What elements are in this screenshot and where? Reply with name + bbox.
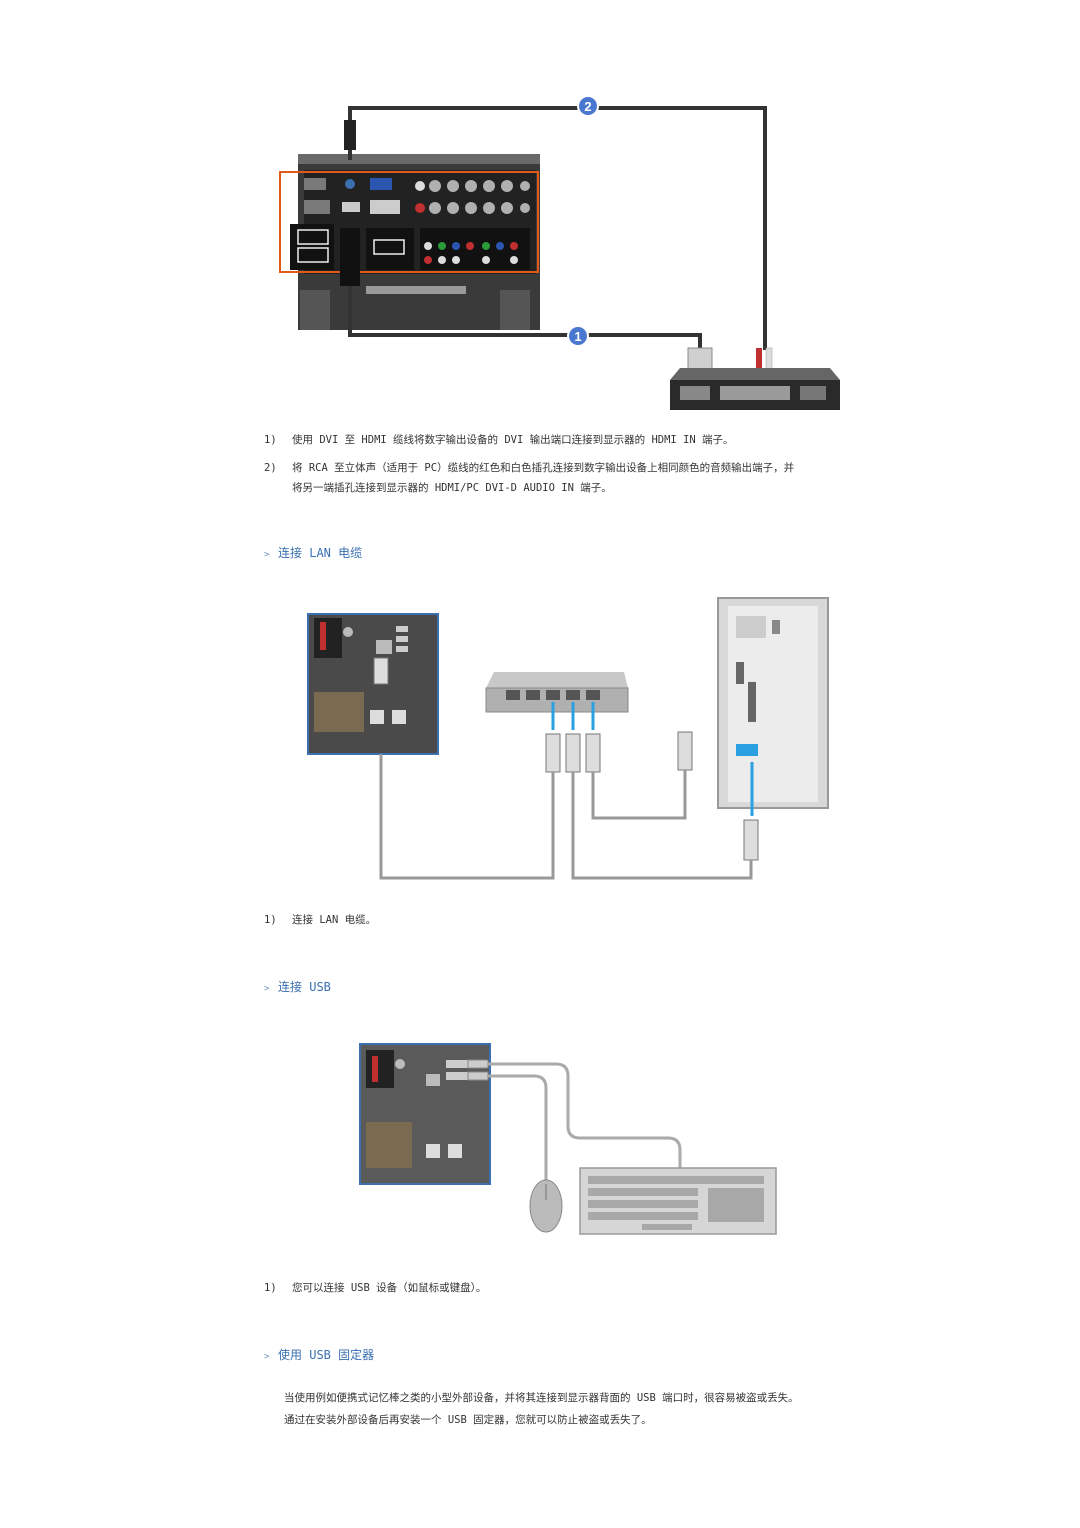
step-number: 2)	[264, 462, 277, 474]
section-heading-usb-holder: > 使用 USB 固定器	[264, 1346, 564, 1364]
section-heading-usb: > 连接 USB	[264, 978, 564, 996]
arrow-bullet-icon: >	[264, 984, 270, 994]
section-heading-lan: > 连接 LAN 电缆	[264, 544, 564, 562]
arrow-bullet-icon: >	[264, 1352, 270, 1362]
step-text: 您可以连接 USB 设备（如鼠标或键盘）。	[292, 1282, 487, 1294]
lan-connection-diagram	[307, 597, 829, 880]
step-text: 连接 LAN 电缆。	[292, 914, 377, 926]
step-text: 使用 DVI 至 HDMI 缆线将数字输出设备的 DVI 输出端口连接到显示器的…	[292, 434, 734, 446]
arrow-bullet-icon: >	[264, 550, 270, 560]
section-title: 连接 USB	[278, 980, 331, 994]
step-text: 将 RCA 至立体声（适用于 PC）缆线的红色和白色插孔连接到数字输出设备上相同…	[292, 462, 795, 474]
badge-1: 1	[574, 329, 581, 344]
paragraph-line: 当使用例如便携式记忆棒之类的小型外部设备，并将其连接到显示器背面的 USB 端口…	[284, 1392, 799, 1404]
usb-connection-diagram	[359, 1043, 777, 1235]
paragraph-line: 通过在安装外部设备后再安装一个 USB 固定器，您就可以防止被盗或丢失了。	[284, 1414, 652, 1426]
section-title: 使用 USB 固定器	[278, 1348, 375, 1362]
badge-2: 2	[584, 99, 591, 114]
step-number: 1)	[264, 1282, 277, 1294]
step-text: 将另一端插孔连接到显示器的 HDMI/PC DVI-D AUDIO IN 端子。	[292, 482, 612, 494]
step-number: 1)	[264, 914, 277, 926]
hdmi-connection-diagram: 2 1	[279, 95, 840, 410]
step-number: 1)	[264, 434, 277, 446]
section-title: 连接 LAN 电缆	[278, 546, 363, 560]
